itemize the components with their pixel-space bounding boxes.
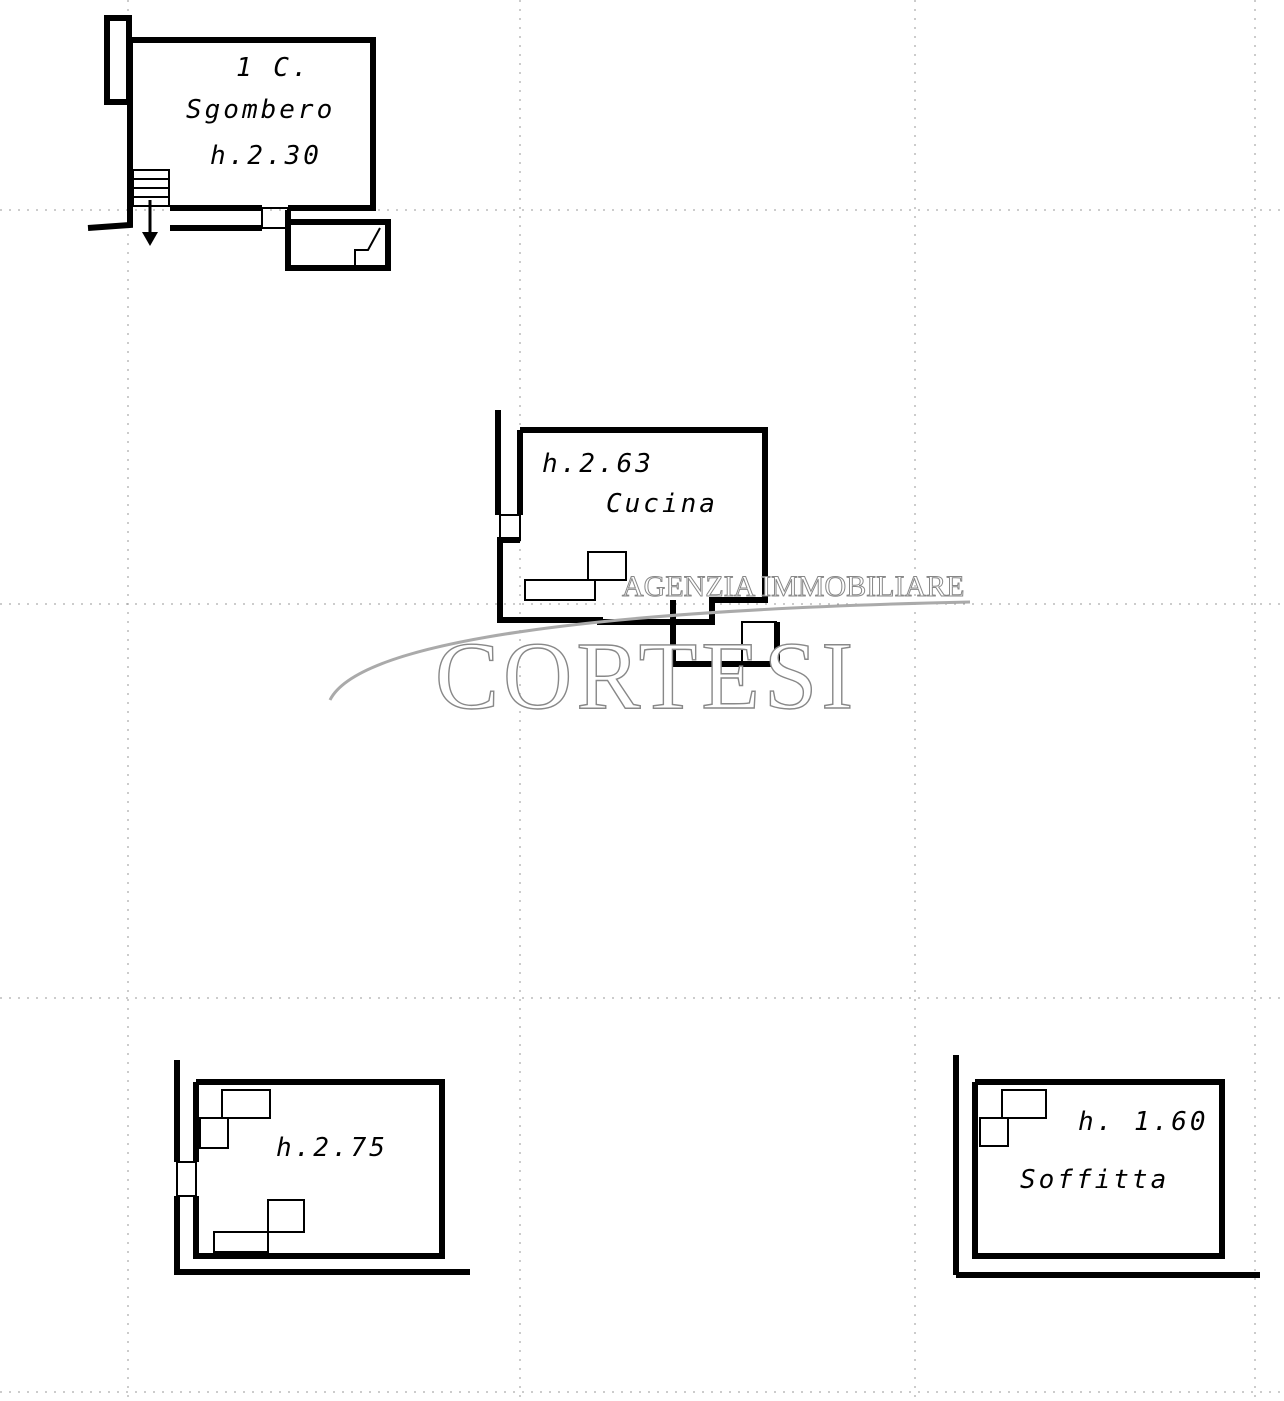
plan-cucina: h.2.63 Cucina xyxy=(495,410,780,667)
watermark-agency: AGENZIA IMMOBILIARE xyxy=(622,570,964,603)
room-height: h.2.75 xyxy=(276,1133,388,1163)
room-note: 1 C. xyxy=(236,53,311,83)
stairs-icon xyxy=(979,1089,1047,1147)
room-label: Sgombero xyxy=(186,95,335,125)
plan-soffitta: h. 1.60 Soffitta xyxy=(953,1055,1260,1278)
plan-sgombero: 1 C. Sgombero h.2.30 xyxy=(87,15,391,271)
plan-h275: h.2.75 xyxy=(174,1060,470,1275)
stairs-icon xyxy=(524,551,777,663)
room-label: Cucina xyxy=(606,489,718,519)
room-height: h.2.30 xyxy=(210,141,322,171)
room-label: Soffitta xyxy=(1020,1165,1169,1195)
room-height: h.2.63 xyxy=(542,449,654,479)
room-height: h. 1.60 xyxy=(1078,1107,1209,1137)
arrow-down-icon xyxy=(142,200,158,246)
agency-watermark: AGENZIA IMMOBILIARE CORTESI xyxy=(328,570,971,730)
stairs-icon xyxy=(132,169,381,265)
watermark-name: CORTESI xyxy=(435,622,857,729)
stairs-icon xyxy=(199,1089,305,1253)
